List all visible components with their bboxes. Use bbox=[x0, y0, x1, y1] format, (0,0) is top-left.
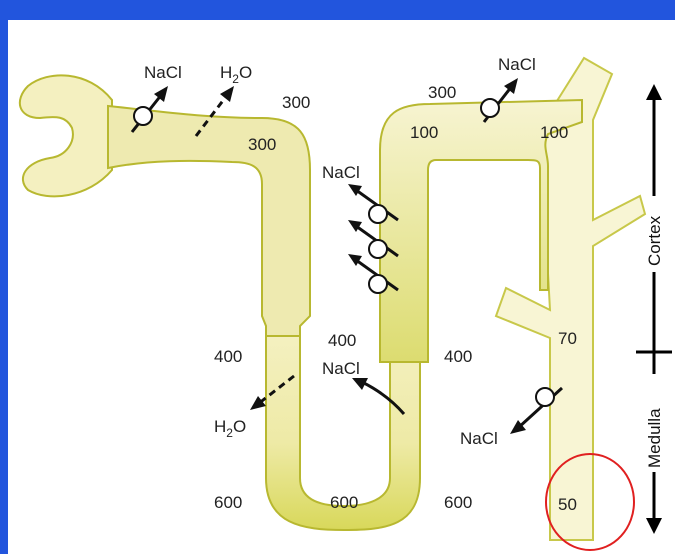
collecting-duct bbox=[494, 56, 647, 541]
nacl-pump-ascending-2 bbox=[348, 220, 399, 259]
osm-100-a: 100 bbox=[410, 123, 438, 142]
osm-50: 50 bbox=[558, 495, 577, 514]
nacl-pump-proximal bbox=[130, 86, 168, 133]
h2o-passive-descending bbox=[250, 374, 295, 410]
nacl-pump-distal bbox=[480, 78, 518, 123]
osm-600-b: 600 bbox=[330, 493, 358, 512]
osm-300-b: 300 bbox=[248, 135, 276, 154]
osm-300-c: 300 bbox=[428, 83, 456, 102]
nacl-label-proximal: NaCl bbox=[144, 63, 182, 82]
h2o-label-descending: H2O bbox=[214, 417, 246, 440]
nacl-label-thin: NaCl bbox=[322, 359, 360, 378]
nacl-pump-collecting bbox=[510, 386, 564, 434]
nacl-pump-ascending-1 bbox=[348, 184, 399, 224]
osm-400-c: 400 bbox=[444, 347, 472, 366]
nacl-label-ascending: NaCl bbox=[322, 163, 360, 182]
proximal-tubule bbox=[107, 104, 311, 341]
cortex-label: Cortex bbox=[645, 215, 664, 266]
nacl-label-distal: NaCl bbox=[498, 55, 536, 74]
osm-600-a: 600 bbox=[214, 493, 242, 512]
osm-400-b: 400 bbox=[214, 347, 242, 366]
bowman-capsule bbox=[18, 74, 113, 198]
osm-400-a: 400 bbox=[328, 331, 356, 350]
osm-70: 70 bbox=[558, 329, 577, 348]
depth-axis bbox=[636, 84, 672, 534]
h2o-passive-proximal bbox=[194, 86, 234, 137]
ascending-limb bbox=[379, 98, 583, 363]
osm-300-a: 300 bbox=[282, 93, 310, 112]
nacl-passive-thin-ascending bbox=[352, 378, 406, 415]
loop-of-henle bbox=[265, 335, 421, 532]
medulla-label: Medulla bbox=[645, 408, 664, 468]
osm-600-c: 600 bbox=[444, 493, 472, 512]
highlight-circle bbox=[545, 453, 635, 551]
nacl-pump-ascending-3 bbox=[348, 254, 399, 294]
h2o-label-proximal: H2O bbox=[220, 63, 252, 86]
nacl-label-collecting: NaCl bbox=[460, 429, 498, 448]
osm-100-b: 100 bbox=[540, 123, 568, 142]
